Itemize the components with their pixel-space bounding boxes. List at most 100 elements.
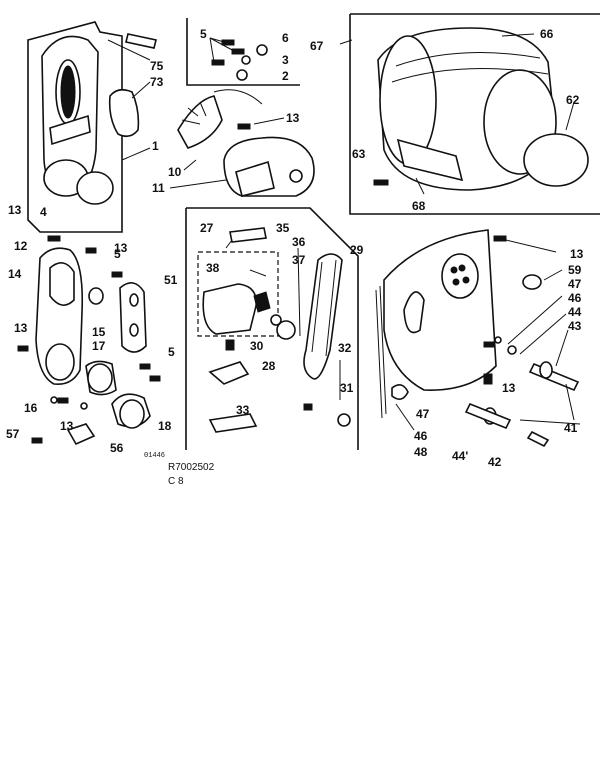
idler-pulley-36 — [276, 320, 296, 340]
lower-left-assembly — [17, 235, 161, 446]
drawing-code: R7002502 — [168, 462, 215, 473]
callout-51: 51 — [164, 273, 178, 287]
door-strike-hole-2 — [129, 323, 139, 337]
mount-bracket-28 — [208, 361, 250, 385]
callout-35: 35 — [276, 221, 290, 235]
callout-56: 56 — [110, 441, 124, 455]
screw-inset — [186, 18, 300, 86]
drum-seal-62 — [523, 133, 589, 187]
door-strike-51 — [119, 282, 147, 353]
clip-48 — [391, 384, 409, 400]
clip-bracket — [125, 33, 157, 49]
axle-43 — [528, 362, 580, 392]
drum-panel-border — [349, 13, 600, 215]
front-panel-assembly — [27, 21, 157, 233]
blower-assembly — [169, 89, 315, 197]
callout-3: 3 — [282, 53, 289, 67]
small-code: 01446 — [144, 452, 165, 460]
bulkhead-slot — [403, 291, 425, 334]
roller-59 — [522, 274, 542, 290]
callout-48: 48 — [414, 445, 428, 459]
duct-opening-inner — [60, 65, 76, 119]
callout-28: 28 — [262, 359, 276, 373]
callout-67: 67 — [310, 39, 324, 53]
callout-41: 41 — [564, 421, 578, 435]
callout-15: 15 — [92, 325, 106, 339]
callout-13-a: 13 — [8, 203, 22, 217]
callout-38: 38 — [206, 261, 220, 275]
callout-13-e: 13 — [60, 419, 74, 433]
callout-63: 63 — [352, 147, 366, 161]
callout-labels: 75 73 1 4 13 5 6 3 2 13 10 11 67 66 62 6… — [6, 27, 584, 469]
callout-1: 1 — [152, 139, 159, 153]
motor-group-box — [197, 251, 279, 337]
callout-66: 66 — [540, 27, 554, 41]
callout-47-b: 47 — [416, 407, 430, 421]
callout-13-d: 13 — [14, 321, 28, 335]
callout-18: 18 — [158, 419, 172, 433]
callout-13-g: 13 — [502, 381, 516, 395]
callout-13-f: 13 — [570, 247, 584, 261]
callout-14: 14 — [8, 267, 22, 281]
screw-parts — [211, 39, 268, 81]
blower-cover — [235, 160, 275, 197]
callout-62: 62 — [566, 93, 580, 107]
bracket-56 — [66, 423, 96, 446]
callout-5-b-visible: 5 — [114, 247, 121, 261]
callout-47-a: 47 — [568, 277, 582, 291]
callout-46-b: 46 — [414, 429, 428, 443]
duct-cylinder-end — [87, 363, 113, 393]
door-strike-hole — [129, 293, 139, 307]
callout-42: 42 — [488, 455, 502, 469]
axle-42 — [464, 402, 512, 430]
blower-hub — [289, 169, 303, 183]
panel-recess — [49, 262, 75, 306]
callout-27: 27 — [200, 221, 214, 235]
seal-ring-outer — [76, 171, 114, 205]
motor-belt-assembly — [185, 207, 359, 450]
callout-44-a: 44 — [568, 305, 582, 319]
callout-46-a: 46 — [568, 291, 582, 305]
callout-36: 36 — [292, 235, 306, 249]
callout-73: 73 — [150, 75, 164, 89]
callout-13-c: 13 — [114, 241, 128, 255]
clip-35 — [229, 227, 267, 243]
pin-41 — [526, 430, 550, 448]
callout-43: 43 — [568, 319, 582, 333]
sheet-code: C 8 — [168, 476, 184, 487]
screw-inset-box — [186, 18, 300, 86]
grommet-15 — [88, 287, 104, 305]
callout-13-b: 13 — [286, 111, 300, 125]
callout-57: 57 — [6, 427, 20, 441]
callout-75: 75 — [150, 59, 164, 73]
drive-motor — [202, 283, 257, 335]
callout-6: 6 — [282, 31, 289, 45]
lint-grille — [49, 114, 91, 146]
callout-32: 32 — [338, 341, 352, 355]
callout-31: 31 — [340, 381, 354, 395]
callout-37: 37 — [292, 253, 306, 267]
bracket-33 — [208, 413, 258, 433]
callout-17: 17 — [92, 339, 106, 353]
callout-33: 33 — [236, 403, 250, 417]
motor-panel-border — [185, 207, 359, 450]
gasket-75 — [108, 88, 140, 138]
motor-shaft — [253, 291, 271, 313]
rear-bulkhead-assembly — [375, 229, 581, 448]
panel-opening — [45, 343, 75, 381]
callout-4: 4 — [40, 205, 47, 219]
idler-pulley-37 — [270, 314, 282, 326]
callout-68: 68 — [412, 199, 426, 213]
callout-12: 12 — [14, 239, 28, 253]
switch-18-end — [119, 399, 145, 429]
callout-5-c: 5 — [168, 345, 175, 359]
wheel-44 — [539, 361, 553, 379]
blower-wheel — [177, 95, 223, 149]
callout-30: 30 — [250, 339, 264, 353]
drive-belt-29 — [303, 253, 343, 380]
drum-baffle — [396, 138, 464, 182]
bulkhead-vent — [441, 253, 479, 299]
callout-29: 29 — [350, 243, 364, 257]
pulley-31 — [337, 413, 351, 427]
